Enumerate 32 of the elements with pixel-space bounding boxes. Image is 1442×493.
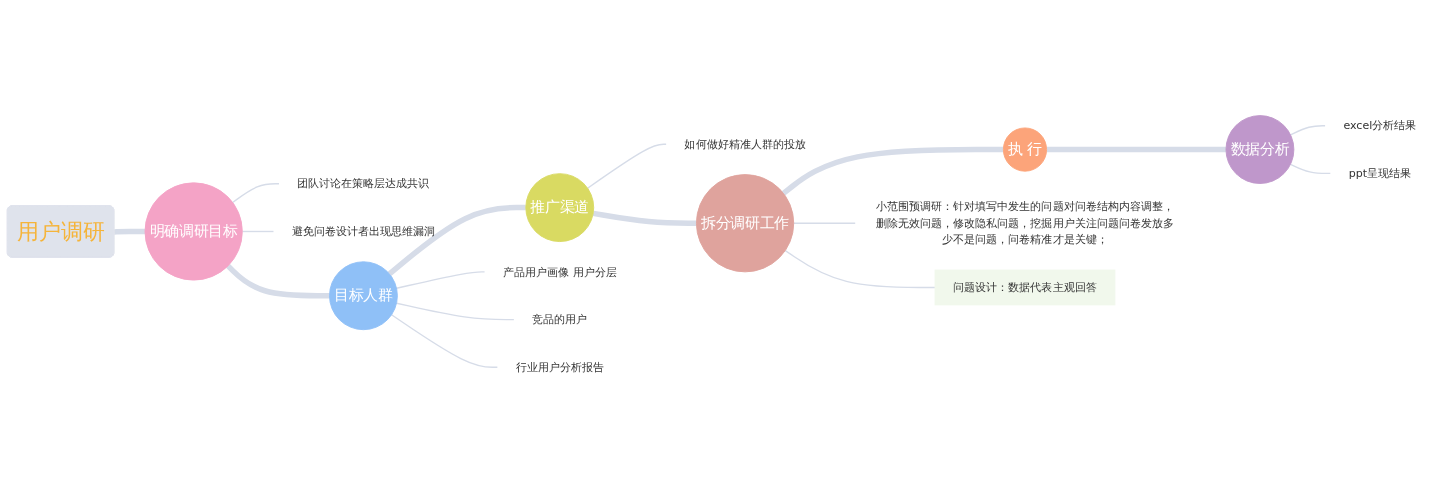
connector (241, 230, 275, 233)
node-circle: 数据分析 (1225, 115, 1295, 184)
node-text: 如何做好精准人群的投放 (684, 137, 806, 151)
connector (586, 143, 667, 189)
node-circle: 目标人群 (329, 261, 398, 331)
node-box: 问题设计：数据代表主观回答 (934, 269, 1116, 306)
connector (781, 146, 1004, 196)
node-text: 避免问卷设计者出现思维漏洞 (291, 225, 436, 238)
connector (232, 183, 280, 204)
connector (1289, 163, 1331, 175)
node-circle: 拆分调研工作 (695, 174, 795, 273)
connector (226, 263, 330, 299)
node-circle: 推广渠道 (525, 173, 595, 243)
node-text: 行业用户分析报告 (515, 360, 604, 374)
node-text: excel分析结果 (1343, 119, 1417, 133)
node-text: ppt呈现结果 (1348, 166, 1412, 180)
connector (592, 210, 697, 226)
node-text: 团队讨论在策略层达成共识 (297, 177, 430, 191)
node-text: 竞品的用户 (532, 313, 588, 327)
node-text: 小范围预调研：针对填写中发生的问题对问卷结构内容调整，删除无效问题，修改隐私问题，挖掘用户关注问题问卷发放多少不是问题，问卷精准才是关键； (876, 200, 1174, 247)
connector (793, 222, 856, 224)
node-circle: 明确调研目标 (144, 182, 243, 281)
connector (784, 249, 936, 289)
node-circle: 执 行 (1002, 127, 1048, 172)
node-text: 产品用户画像 用户分层 (502, 265, 617, 279)
connector (387, 204, 526, 277)
connector (1046, 146, 1227, 153)
connector (395, 271, 486, 289)
connector (395, 302, 515, 321)
connector (390, 314, 499, 368)
connector (1289, 125, 1326, 136)
connector (114, 228, 146, 235)
